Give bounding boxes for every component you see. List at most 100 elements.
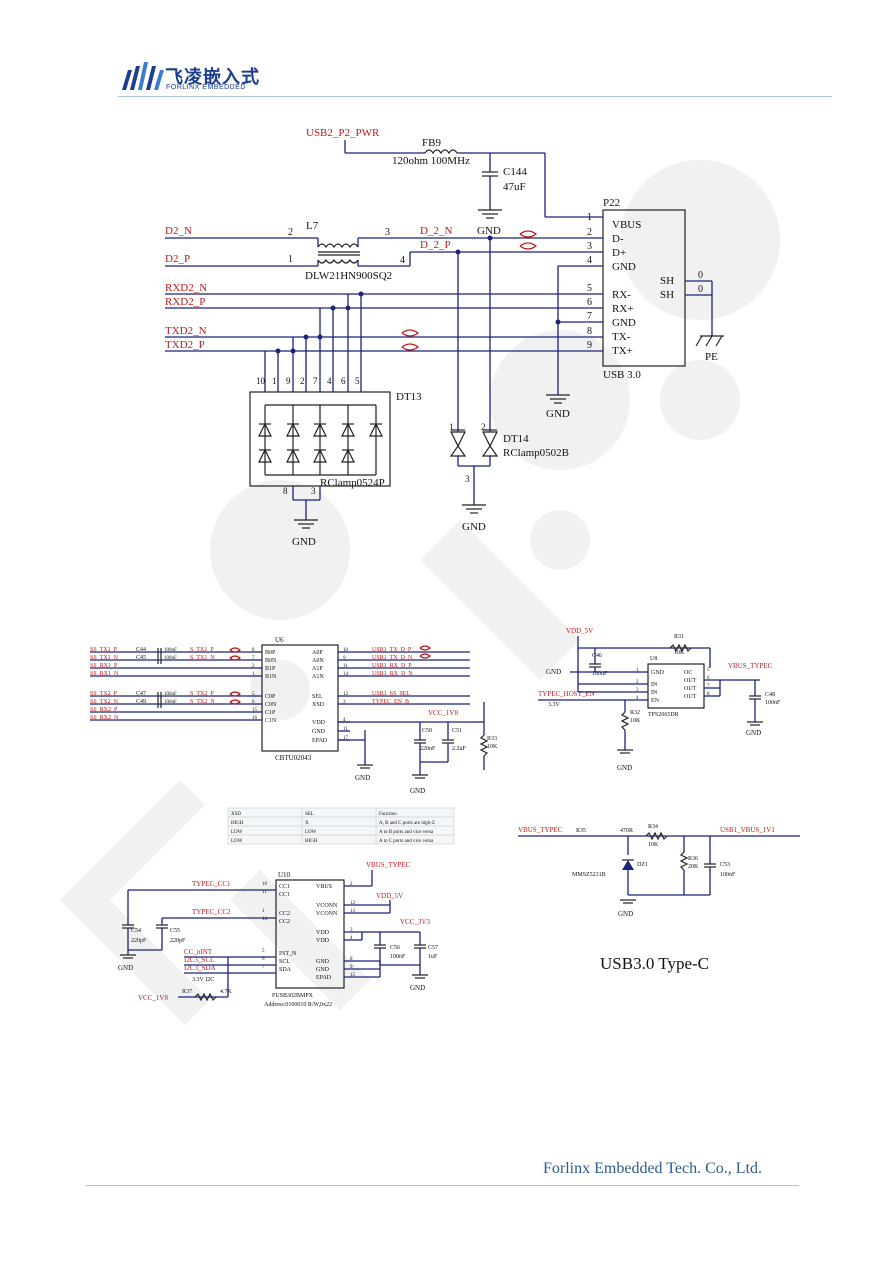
u6-cap-ref: C49 xyxy=(136,699,146,705)
section-title: USB3.0 Type-C xyxy=(600,954,709,973)
c57-val: 1uF xyxy=(428,954,438,960)
u6-part: CBTU02043 xyxy=(275,754,312,762)
u8-c46-ref: C46 xyxy=(592,653,602,659)
u6-gnd: GND xyxy=(355,774,370,782)
u8-gnd-bottom: GND xyxy=(617,764,632,772)
truth-table-cell: A to C ports and vice versa xyxy=(379,839,434,844)
logo-english-text: FORLINX EMBEDDED xyxy=(166,84,246,91)
net-d-2-p: D_2_P xyxy=(420,239,451,251)
u6-c50-ref: C50 xyxy=(422,728,432,734)
u6-r33-ref: R33 xyxy=(487,736,497,742)
u10-net-cc1: TYPEC_CC1 xyxy=(192,880,231,888)
u6-left-pin-num: 7 xyxy=(252,656,255,661)
u10-right-pin-num: 13 xyxy=(350,909,356,914)
u10-right-pin-label: GND xyxy=(316,959,330,965)
u10-left-pin-label: SCL xyxy=(279,959,290,965)
u6-right-pin-label: EPAD xyxy=(312,738,328,744)
u10-left-pin-num: 14 xyxy=(262,917,268,922)
u10-left-pin-label: SDA xyxy=(279,967,292,973)
u6-mid-net: S_TX1_N xyxy=(190,655,215,661)
u10-right-pin-num: 4 xyxy=(350,936,353,941)
u6-cap-val: 100nF xyxy=(164,648,177,653)
u8-right-pin-num: 6 xyxy=(707,676,710,681)
u6-right-marker-icon xyxy=(419,645,431,659)
u6-c51-val: 2.2uF xyxy=(452,746,467,752)
u6-right-pin-num: 4 xyxy=(343,718,346,723)
u6-right-pin-label: SEL xyxy=(312,694,323,700)
u10-vbus-typec: VBUS_TYPEC xyxy=(366,861,411,869)
truth-table-header: SEL xyxy=(305,812,314,817)
p22-pin-vbus: VBUS xyxy=(612,219,641,231)
u8-left-pin-num: 3 xyxy=(636,688,639,693)
p22-ref: P22 xyxy=(603,197,620,209)
p22-pin-rxm: RX- xyxy=(612,289,631,301)
gnd-label-conn: GND xyxy=(546,408,570,420)
u8-left-pin-label: GND xyxy=(651,670,665,676)
u8-schematic: VDD_5V R31 10K C46 100nF GND U8 TPS2065D… xyxy=(538,627,781,772)
u10-right-pin-num: 8 xyxy=(350,957,353,962)
p22-sh-num-2: 0 xyxy=(698,284,703,295)
u10-gnd-right: GND xyxy=(410,984,425,992)
u6-left-pin-num: 8 xyxy=(252,648,255,653)
truth-table-cell: LOW xyxy=(231,839,243,844)
u6-body xyxy=(261,644,339,752)
u10-right-pin-num: 3 xyxy=(350,928,353,933)
p22-pin-dp: D+ xyxy=(612,247,626,259)
dt13-part: RClamp0524P xyxy=(320,477,385,489)
u8-host-en: TYPEC_HOST_EN xyxy=(538,690,595,698)
u8-c48-val: 100nF xyxy=(765,700,781,706)
p22-pin-gnd1: GND xyxy=(612,261,636,273)
u10-left-pin-label: INT_N xyxy=(279,951,297,957)
logo-chinese-text: 飞凌嵌入式 xyxy=(165,67,260,88)
u8-vdd-5v: VDD_5V xyxy=(566,627,593,635)
net-d2-n: D2_N xyxy=(165,225,192,237)
r37-val: 4.7K xyxy=(220,989,233,995)
dt13-diode-icon xyxy=(258,448,272,463)
u8-right-pin-label: OC xyxy=(684,670,692,676)
u6-left-pin-label: C0P xyxy=(265,694,276,700)
u10-right-pin-label: VBUS xyxy=(316,884,332,890)
u10-left-pin-num: 6 xyxy=(262,957,265,962)
u10-right-pin-label: GND xyxy=(316,967,330,973)
p22-num-5: 5 xyxy=(587,283,592,294)
c55-val: 220pF xyxy=(170,938,186,944)
footer-divider xyxy=(85,1185,799,1186)
dt13-diode-icon xyxy=(286,448,300,463)
c53-ref: C53 xyxy=(720,862,730,868)
u8-vbus-typec: VBUS_TYPEC xyxy=(728,662,773,670)
u6-net-marker-icon xyxy=(229,691,241,697)
net-rxd2-p: RXD2_P xyxy=(165,296,205,308)
dt14-ref: DT14 xyxy=(503,433,529,445)
c55-ref: C55 xyxy=(170,928,180,934)
u6-mid-net: S_TX2_N xyxy=(190,699,215,705)
u6-right-net: TYPEC_EN_B xyxy=(372,699,409,705)
u6-left-pin-num: 2 xyxy=(252,664,255,669)
u6-left-pin-label: B0N xyxy=(265,658,277,664)
p22-num-1: 1 xyxy=(587,212,592,223)
dt13-diode-icon xyxy=(341,448,355,463)
truth-table-cell: LOW xyxy=(231,830,243,835)
vbus-net-out: USB1_VBUS_1V1 xyxy=(720,826,775,834)
u8-part: TPS2065DR xyxy=(648,712,679,718)
p22-num-8: 8 xyxy=(587,326,592,337)
u6-right-pin-num: 10 xyxy=(343,648,349,653)
u10-left-pin-num: 7 xyxy=(262,965,265,970)
u6-right-pin-num: 9 xyxy=(343,656,346,661)
u6-right-pin-num: 14 xyxy=(343,672,349,677)
c56-val: 100nF xyxy=(390,954,406,960)
top-schematic: USB2_P2_PWR FB9 120ohm 100MHz C144 47uF … xyxy=(165,127,724,548)
u6-left-net: SS_TX2_N xyxy=(90,699,119,705)
vbus-net-in: VBUS_TYPEC xyxy=(518,826,563,834)
header-divider xyxy=(118,96,832,97)
u10-left-pin-num: 1 xyxy=(262,909,265,914)
u8-3v3: 3.3V xyxy=(548,702,561,708)
u6-left-pin-num: 16 xyxy=(252,716,258,721)
net-rxd2-n: RXD2_N xyxy=(165,282,207,294)
u6-left-pin-label: C1N xyxy=(265,718,277,724)
r34-ref: R34 xyxy=(648,824,658,830)
p22-num-3: 3 xyxy=(587,241,592,252)
u8-left-pin-label: IN xyxy=(651,690,658,696)
vbus-divider-schematic: VBUS_TYPEC R35 470R R34 10K USB1_VBUS_1V… xyxy=(518,824,800,918)
u10-right-pin-num: 12 xyxy=(350,901,356,906)
